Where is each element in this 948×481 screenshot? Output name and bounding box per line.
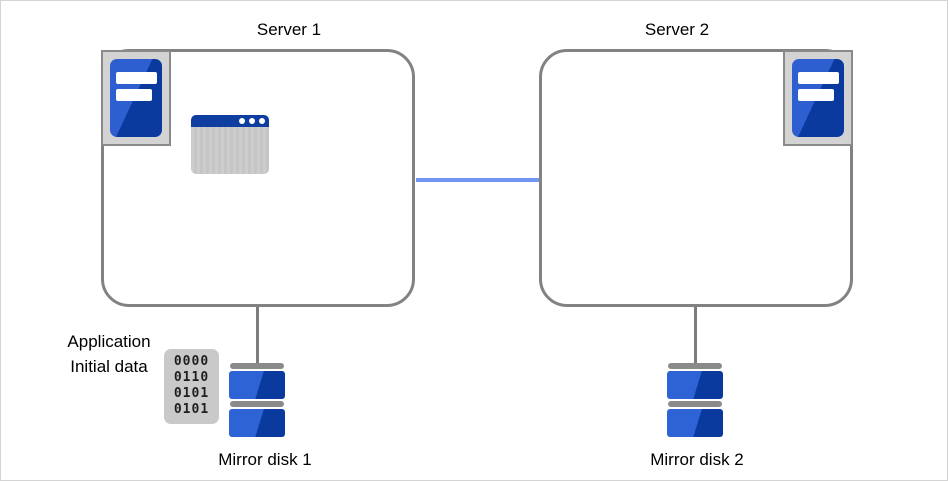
app-window-dot (259, 118, 265, 124)
mirror-disk2-icon (667, 363, 723, 438)
app-window-icon (191, 115, 269, 174)
initial-data-label-line1: Application (67, 332, 151, 351)
app-window-titlebar (191, 115, 269, 127)
mirror-disk2-label: Mirror disk 2 (650, 450, 744, 469)
server-tower-body (110, 59, 162, 137)
server1-tower-icon (101, 50, 171, 146)
server-tower-slot (798, 89, 834, 101)
mirror-disk1-icon (229, 363, 285, 438)
server-tower-slot (798, 72, 839, 84)
disk-platter (667, 409, 723, 437)
binary-data-icon: 0000 0110 0101 0101 (164, 349, 219, 424)
disk-cap (230, 363, 284, 369)
mirror-disk1-label: Mirror disk 1 (218, 450, 312, 469)
binary-data-row: 0000 (173, 354, 210, 369)
disk-platter (667, 371, 723, 399)
server-tower-slot (116, 72, 157, 84)
server1-disk-connector-line (256, 306, 259, 365)
disk-cap (668, 401, 722, 407)
server-tower-slot (116, 89, 152, 101)
initial-data-label: Application Initial data (67, 329, 150, 379)
app-window-dot (249, 118, 255, 124)
server2-label: Server 2 (644, 20, 710, 39)
server-tower-body (792, 59, 844, 137)
binary-data-row: 0101 (173, 402, 210, 417)
disk-platter (229, 371, 285, 399)
binary-data-row: 0110 (173, 370, 210, 385)
disk-platter (229, 409, 285, 437)
server2-disk-connector-line (694, 306, 697, 365)
binary-data-row: 0101 (173, 386, 210, 401)
server-interconnect-line (416, 178, 539, 182)
server2-tower-icon (783, 50, 853, 146)
disk-cap (668, 363, 722, 369)
app-window-dot (239, 118, 245, 124)
server1-label: Server 1 (256, 20, 322, 39)
initial-data-label-line2: Initial data (70, 357, 148, 376)
disk-cap (230, 401, 284, 407)
